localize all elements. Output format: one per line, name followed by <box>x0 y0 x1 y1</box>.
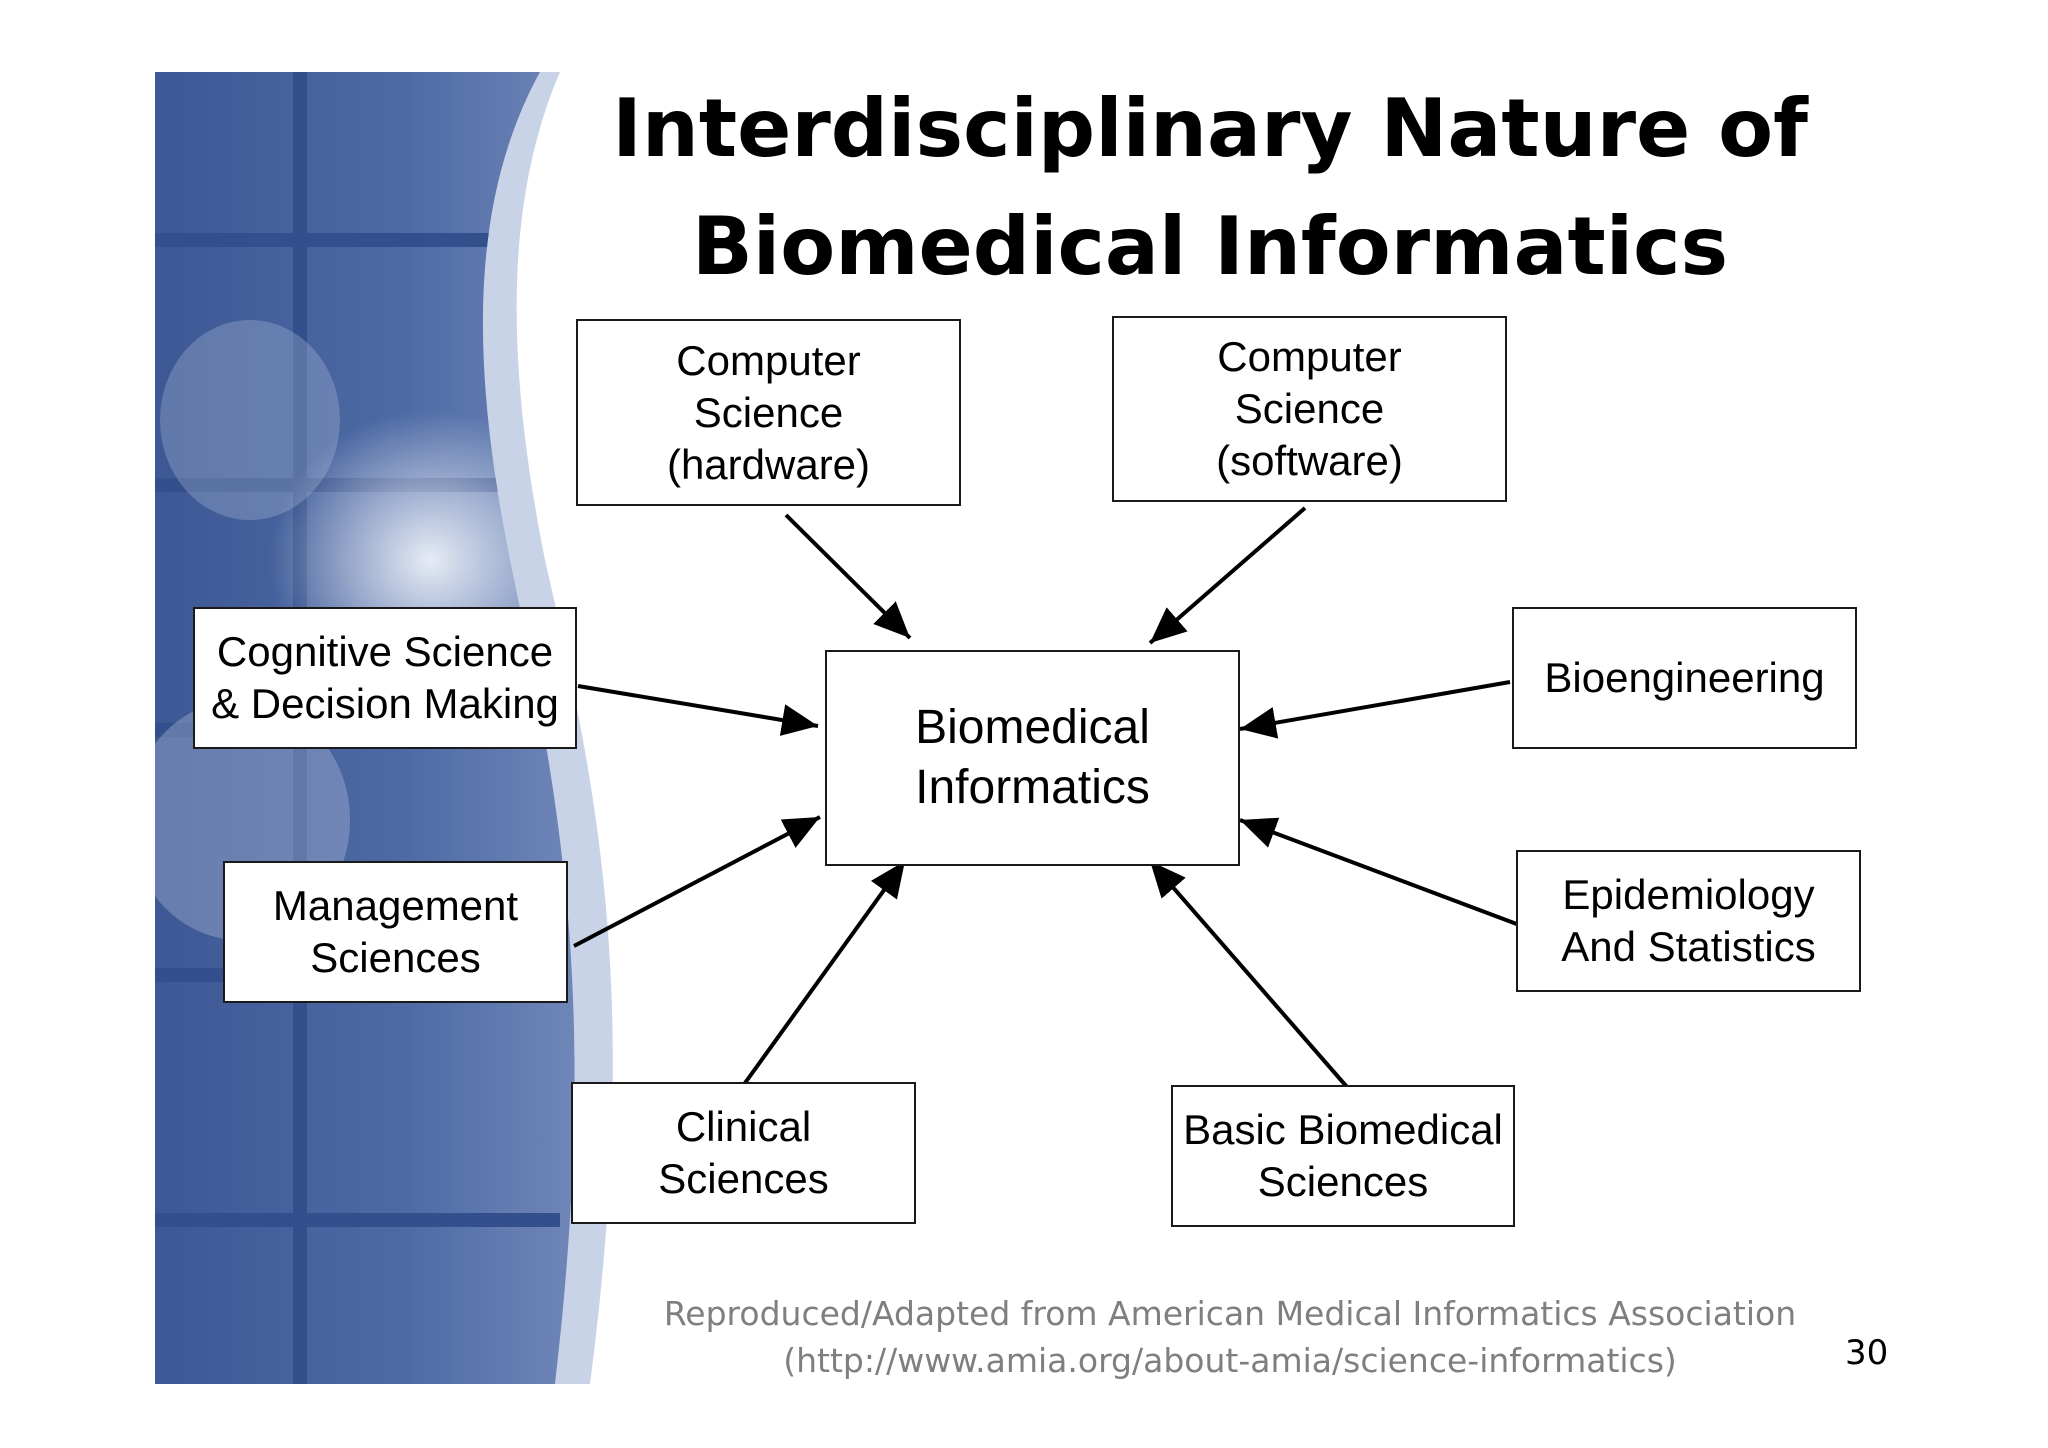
node-line: Clinical <box>675 1103 812 1150</box>
source-credit-line1: Reproduced/Adapted from American Medical… <box>663 1294 1797 1333</box>
node-clinical-sciences: Clinical Sciences <box>571 1082 916 1224</box>
node-line: Sciences <box>1257 1158 1429 1205</box>
arrow-cs-hardware <box>784 513 912 640</box>
node-biomedical-informatics-line1: Biomedical <box>915 701 1150 754</box>
page-number: 30 <box>1845 1333 1889 1373</box>
node-line: Science <box>693 388 844 436</box>
arrow-basic-biomedical <box>1148 859 1349 1089</box>
node-line: Bioengineering <box>1544 654 1825 701</box>
source-credit: Reproduced/Adapted from American Medical… <box>640 1290 1820 1384</box>
node-epidemiology-statistics: Epidemiology And Statistics <box>1516 850 1861 992</box>
node-computer-science-hardware: Computer Science (hardware) <box>576 319 961 506</box>
arrow-bioengineering <box>1239 680 1511 739</box>
node-line: And Statistics <box>1561 923 1816 970</box>
node-management-sciences: Management Sciences <box>223 861 568 1003</box>
node-line: Sciences <box>658 1155 829 1202</box>
node-line: Science <box>1234 385 1385 432</box>
node-line: Basic Biomedical <box>1183 1106 1503 1153</box>
node-line: Cognitive Science <box>216 628 554 675</box>
source-credit-line2: (http://www.amia.org/about-amia/science-… <box>783 1341 1677 1380</box>
node-line: (hardware) <box>666 440 871 488</box>
arrow-cs-software <box>1148 506 1307 645</box>
node-line: (software) <box>1216 437 1403 484</box>
node-computer-science-software: Computer Science (software) <box>1112 316 1507 502</box>
node-line: Epidemiology <box>1562 871 1815 918</box>
node-line: Management <box>272 882 519 929</box>
node-biomedical-informatics-line2: Informatics <box>915 761 1150 814</box>
arrow-clinical <box>743 859 907 1085</box>
node-cognitive-science: Cognitive Science & Decision Making <box>193 607 577 749</box>
slide-title-line2: Biomedical Informatics <box>691 200 1729 293</box>
node-line: Computer <box>1217 333 1402 380</box>
node-basic-biomedical-sciences: Basic Biomedical Sciences <box>1171 1085 1515 1227</box>
node-bioengineering: Bioengineering <box>1512 607 1857 749</box>
arrow-cognitive <box>577 684 819 736</box>
slide-title-line1: Interdisciplinary Nature of <box>612 82 1808 175</box>
arrow-management <box>573 815 821 948</box>
node-line: Computer <box>676 336 861 384</box>
node-biomedical-informatics: Biomedical Informatics <box>825 650 1240 866</box>
slide-title: Interdisciplinary Nature of Biomedical I… <box>560 70 1860 306</box>
node-line: Sciences <box>310 934 481 981</box>
arrow-epidemiology <box>1239 817 1523 928</box>
node-line: & Decision Making <box>211 680 559 727</box>
